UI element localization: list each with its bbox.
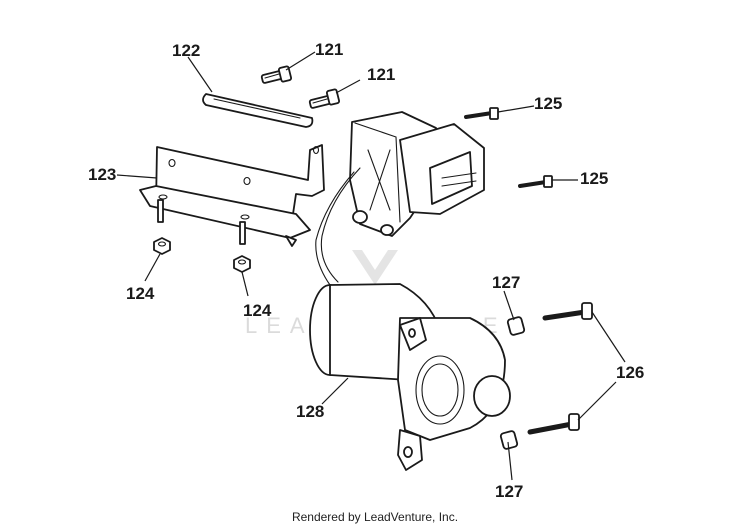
part-126-bolt-lower[interactable]	[527, 413, 580, 435]
leader-lines	[116, 51, 626, 481]
part-125-screw-upper[interactable]	[464, 107, 499, 120]
part-125-screw-lower[interactable]	[518, 175, 553, 188]
part-127-bushing-upper[interactable]	[506, 316, 526, 336]
part-128-starter-motor[interactable]	[309, 283, 511, 471]
starter-wire	[320, 167, 361, 283]
callout-121-upper: 121	[315, 40, 343, 59]
part-124-nut-left[interactable]	[153, 237, 171, 255]
part-126-bolt-upper[interactable]	[542, 302, 593, 321]
callout-121-lower: 121	[367, 65, 395, 84]
footer-credit: Rendered by LeadVenture, Inc.	[291, 510, 459, 524]
part-121-bolt-upper[interactable]	[260, 65, 293, 84]
part-122-strap[interactable]	[202, 93, 314, 128]
callout-128: 128	[296, 402, 324, 421]
part-121-bolt-lower[interactable]	[308, 88, 341, 109]
callout-127-upper: 127	[492, 273, 520, 292]
part-124-nut-right[interactable]	[233, 255, 251, 273]
solenoid-housing[interactable]	[349, 111, 485, 237]
callout-125-upper: 125	[534, 94, 562, 113]
callout-125-lower: 125	[580, 169, 608, 188]
callout-127-lower: 127	[495, 482, 523, 501]
part-127-bushing-lower[interactable]	[499, 430, 519, 450]
part-123-bracket[interactable]	[139, 144, 325, 247]
callout-123: 123	[88, 165, 116, 184]
callout-122: 122	[172, 41, 200, 60]
callout-126: 126	[616, 363, 644, 382]
callout-124-right: 124	[243, 301, 272, 320]
callout-124-left: 124	[126, 284, 155, 303]
watermark-logo	[352, 250, 398, 285]
